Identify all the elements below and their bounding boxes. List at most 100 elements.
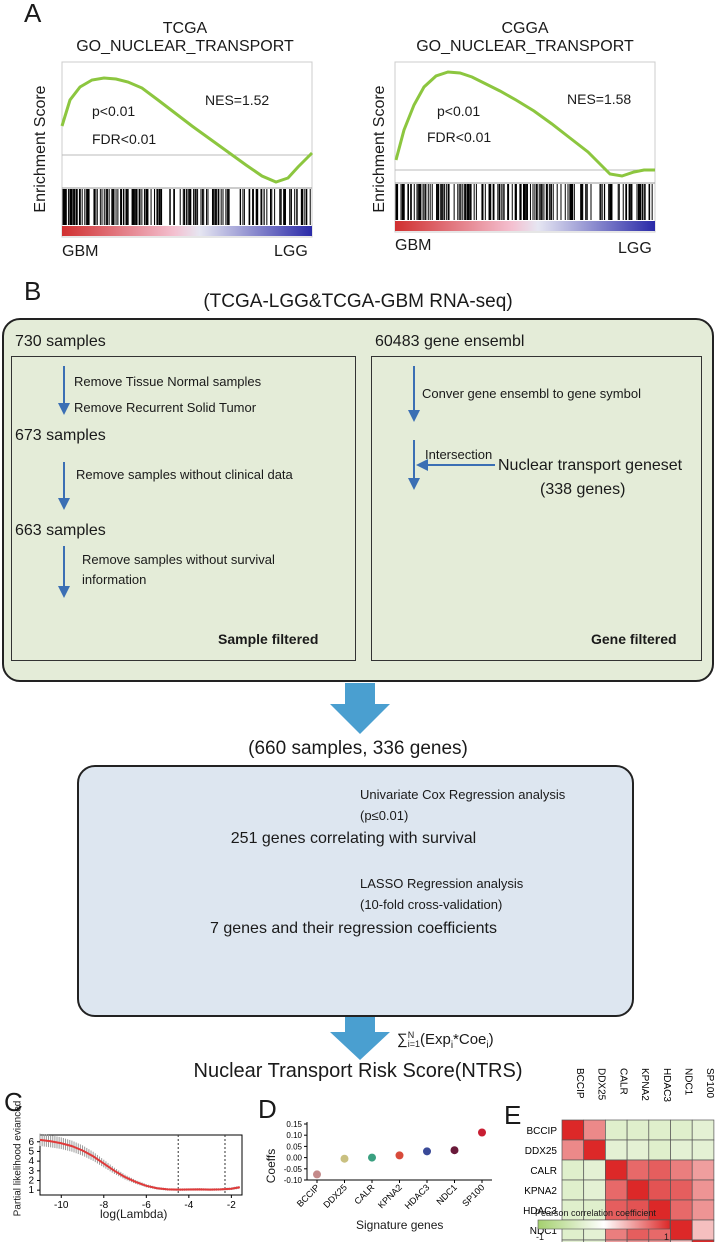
lasso-ytick-label: 5 [28, 1146, 34, 1157]
sample-top: 730 samples [15, 333, 106, 350]
step-remove-recurrent: Remove Recurrent Solid Tumor [74, 400, 257, 415]
formula-i1: i [450, 1040, 454, 1051]
sample-filtered-label: Sample filtered [218, 631, 319, 647]
coef-ytick-label: 0.10 [286, 1131, 302, 1140]
heat-cell [670, 1139, 693, 1161]
heat-cell [648, 1159, 671, 1181]
gene-filter-box [371, 356, 702, 661]
heat-cell [670, 1179, 693, 1201]
coef-ytick-label: -0.05 [284, 1165, 303, 1174]
flow-title: (TCGA-LGG&TCGA-GBM RNA-seq) [203, 291, 513, 312]
heat-legend-bar [537, 1219, 671, 1230]
step-remove-normal: Remove Tissue Normal samples [74, 374, 262, 389]
gsea-tcga-title-2: GO_NUCLEAR_TRANSPORT [76, 38, 294, 55]
big-arrow-1 [330, 683, 390, 734]
gsea-cgga-title-2: GO_NUCLEAR_TRANSPORT [416, 38, 634, 55]
step-cox: Univariate Cox Regression analysis [360, 787, 566, 802]
heat-cell [561, 1119, 585, 1141]
heat-col-label: CALR [617, 1068, 628, 1095]
coef-point-ddx25 [340, 1154, 349, 1163]
step-cox-p: (p≤0.01) [360, 808, 409, 823]
heat-cell [583, 1119, 606, 1141]
heat-cell [670, 1219, 693, 1241]
ntrs-title: Nuclear Transport Risk Score(NTRS) [193, 1060, 523, 1082]
heat-row-label: DDX25 [525, 1146, 558, 1157]
gene-top: 60483 gene ensembl [375, 333, 525, 350]
heat-cell [605, 1179, 628, 1201]
gsea-tcga-plot [60, 61, 314, 238]
gsea-tcga-title-1: TCGA [162, 20, 208, 37]
gene-filtered-label: Gene filtered [591, 631, 677, 647]
formula-mid: *Coe [453, 1031, 487, 1048]
gsea-tcga-frame [61, 61, 313, 238]
heat-row-label: CALR [530, 1166, 557, 1177]
lasso-xtick-label: -4 [184, 1200, 193, 1211]
lasso-curve [39, 1138, 241, 1191]
heat-cell [626, 1159, 650, 1181]
panel-b-letter: B [24, 276, 42, 306]
gsea-cgga-rank-bar [395, 221, 655, 231]
gsea-cgga-xleft: GBM [395, 237, 432, 254]
sample-mid2: 663 samples [15, 522, 106, 539]
heat-col-label: DDX25 [596, 1068, 607, 1101]
coef-point-sp100 [478, 1128, 486, 1137]
gsea-cgga-plot [394, 61, 656, 233]
coef-point-ndc1 [450, 1146, 459, 1155]
heat-cell [670, 1119, 693, 1141]
gsea-tcga-xright: LGG [274, 243, 308, 260]
gsea-cgga-curve [394, 70, 655, 178]
gsea-cgga-title-1: CGGA [501, 20, 549, 37]
formula-sigma: ∑ [397, 1031, 408, 1048]
lasso-xlabel: log(Lambda) [100, 1207, 168, 1221]
lasso-frame [39, 1134, 243, 1196]
lasso-ytick-label: 6 [28, 1137, 34, 1148]
formula-sub: i=1 [407, 1039, 420, 1050]
heatmap-legend-max: 1 [664, 1232, 670, 1242]
lasso-xtick-label: -8 [99, 1200, 108, 1211]
geneset-name: Nuclear transport geneset [498, 457, 683, 474]
flow-arrows [58, 366, 495, 598]
gsea-cgga-xright: LGG [618, 240, 652, 257]
coef-ytick-label: 0.00 [286, 1154, 302, 1163]
heat-cell [583, 1139, 606, 1161]
formula-end: ) [488, 1031, 494, 1048]
heat-cell [561, 1159, 585, 1181]
preprocess-box [2, 318, 714, 682]
genes-7: 7 genes and their regression coefficient… [210, 920, 497, 937]
heat-cell [605, 1139, 628, 1161]
heat-cell [583, 1179, 606, 1201]
coef-point-calr [368, 1153, 376, 1162]
coef-xlabel: Signature genes [356, 1218, 444, 1232]
heat-col-label: HDAC3 [661, 1068, 672, 1102]
lasso-xtick-label: -2 [227, 1200, 236, 1211]
heat-cell [626, 1179, 650, 1201]
heat-cell [583, 1159, 606, 1181]
heat-col-label: KPNA2 [639, 1068, 650, 1101]
modeling-box [77, 765, 634, 1017]
big-arrow-2 [330, 1011, 390, 1060]
coef-point-hdac3 [423, 1147, 431, 1156]
step-lasso: LASSO Regression analysis [360, 876, 524, 891]
heat-cell [691, 1179, 715, 1201]
step-convert-symbol: Conver gene ensembl to gene symbol [422, 386, 641, 401]
step-intersection: Intersection [425, 447, 493, 462]
heat-cell [670, 1159, 693, 1181]
lasso-ytick-label: 3 [28, 1166, 34, 1177]
heat-row-label: HDAC3 [523, 1206, 557, 1217]
gsea-tcga-hits [62, 189, 311, 225]
gsea-cgga-p: p<0.01 [437, 103, 481, 119]
lasso-xtick-label: -10 [54, 1200, 69, 1211]
heat-col-label: BCCIP [574, 1068, 585, 1099]
step-remove-clinical: Remove samples without clinical data [76, 467, 293, 482]
coef-ytick-label: 0.05 [286, 1142, 302, 1151]
sample-filter-box [11, 356, 356, 661]
heat-cell [561, 1139, 585, 1161]
formula-body: (Exp [419, 1031, 451, 1048]
panel-a-letter: A [24, 0, 42, 28]
heatmap-legend-title: Pearson correlation coefficient [535, 1208, 656, 1218]
step-remove-survival-a: Remove samples without survival [82, 552, 275, 567]
genes-251: 251 genes correlating with survival [230, 830, 477, 847]
